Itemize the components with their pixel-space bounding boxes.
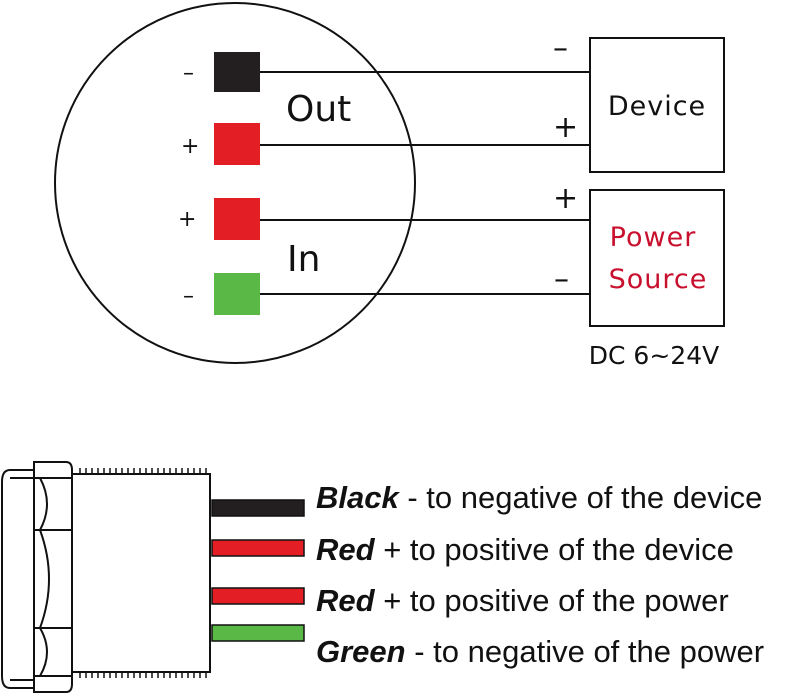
box-sign-2: + xyxy=(553,110,578,145)
pin-black xyxy=(214,52,260,92)
legend-color-black: Black xyxy=(316,480,400,515)
pin-sign-2: + xyxy=(181,134,199,159)
legend-color-red-power: Red xyxy=(316,583,376,618)
wire-green xyxy=(211,624,305,642)
pin-sign-1: – xyxy=(183,61,194,86)
legend-wires xyxy=(211,499,305,642)
power-label-line2: Source xyxy=(609,264,708,295)
device-label: Device xyxy=(608,91,706,122)
legend-color-green: Green xyxy=(316,634,406,669)
switch-circle xyxy=(54,2,416,364)
power-label-line1: Power xyxy=(610,222,697,253)
legend-line-red-power: Red + to positive of the power xyxy=(316,583,729,618)
wire-black xyxy=(211,499,305,517)
pin-sign-4: – xyxy=(183,284,194,309)
legend-line-black: Black - to negative of the device xyxy=(316,480,762,515)
legend-desc-green: - to negative of the power xyxy=(406,634,764,669)
wire-red-device xyxy=(211,539,305,557)
device-box xyxy=(589,37,725,173)
legend-color-red-device: Red xyxy=(316,532,376,567)
legend-line-red-device: Red + to positive of the device xyxy=(316,532,734,567)
voltage-label: DC 6~24V xyxy=(589,341,719,370)
in-label: In xyxy=(287,239,320,280)
legend-line-green: Green - to negative of the power xyxy=(316,634,764,669)
pin-sign-3: + xyxy=(178,207,196,232)
box-sign-3: + xyxy=(553,181,578,216)
legend-desc-red-power: + to positive of the power xyxy=(375,583,729,618)
box-sign-1: – xyxy=(553,31,568,66)
legend-desc-black: - to negative of the device xyxy=(399,480,763,515)
switch-body-drawing xyxy=(1,461,211,693)
out-label: Out xyxy=(286,89,351,130)
pin-red-out xyxy=(214,123,260,165)
pin-green xyxy=(214,273,260,315)
power-source-box xyxy=(589,189,725,327)
legend-desc-red-device: + to positive of the device xyxy=(375,532,734,567)
box-sign-4: – xyxy=(554,262,569,297)
thread-lines xyxy=(79,468,207,678)
wire-red-power xyxy=(211,587,305,605)
pin-red-in xyxy=(214,198,260,240)
